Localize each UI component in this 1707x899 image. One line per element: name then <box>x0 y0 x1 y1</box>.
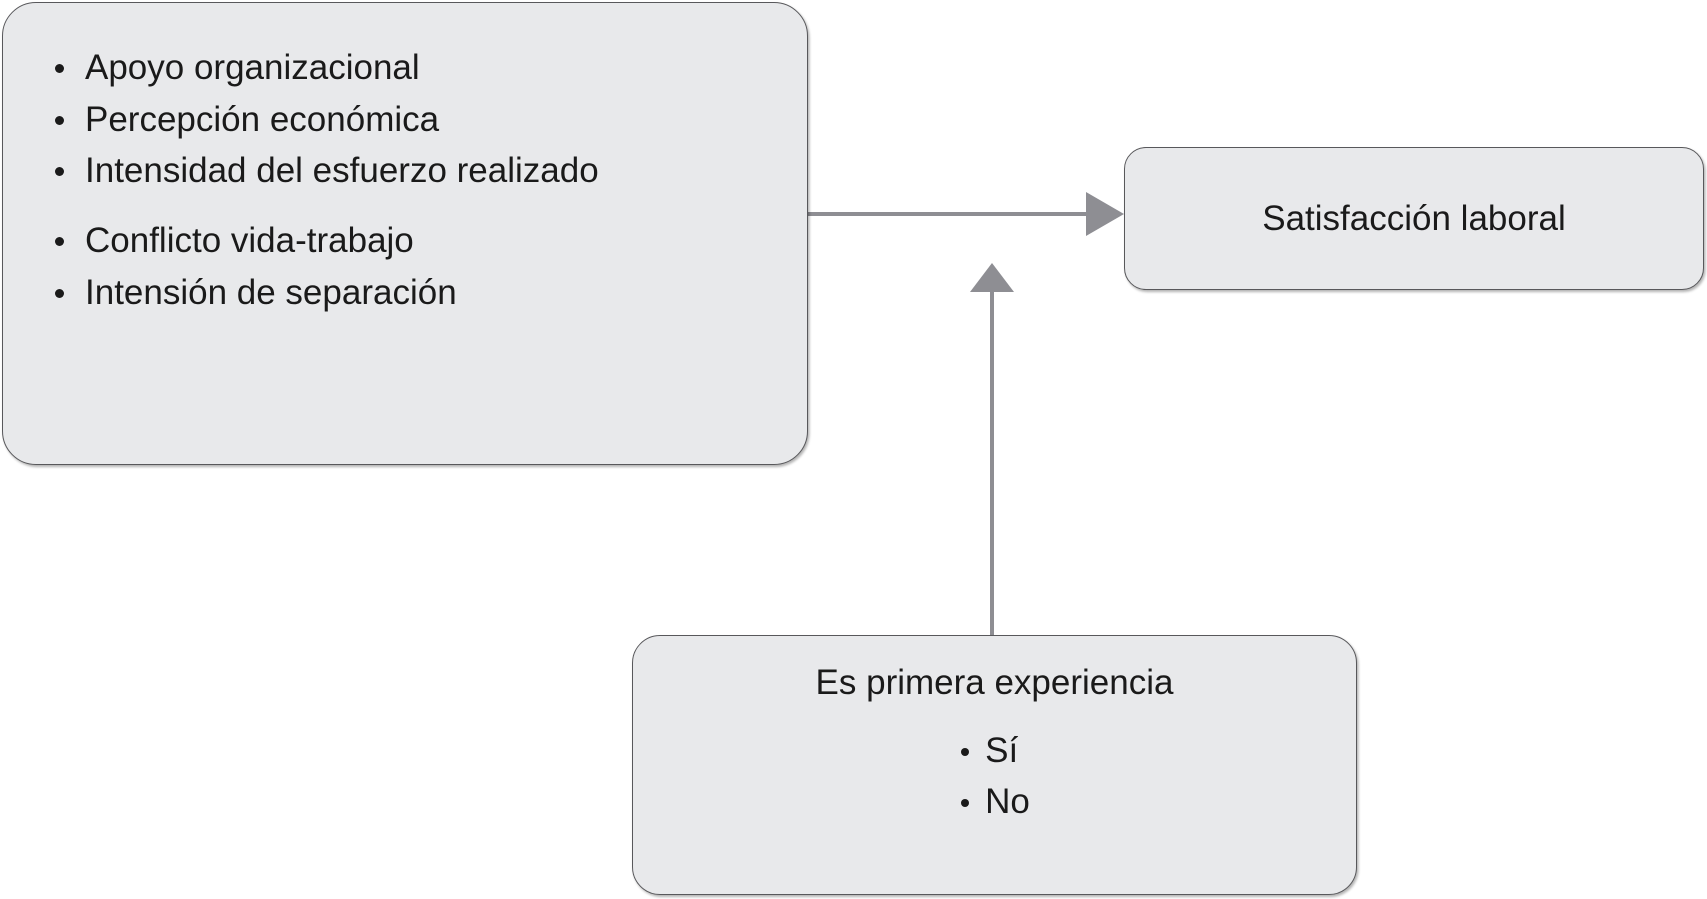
list-item: Apoyo organizacional <box>49 43 705 93</box>
antecedents-list: Apoyo organizacional Percepción económic… <box>3 3 807 317</box>
list-item: Sí <box>959 726 1030 777</box>
list-item: Intensión de separación <box>49 268 705 318</box>
outcome-label: Satisfacción laboral <box>1262 198 1566 238</box>
list-item: Percepción económica <box>49 95 705 145</box>
arrow-antecedents-to-outcome <box>806 192 1124 236</box>
arrow-moderator-to-relationship <box>970 263 1014 636</box>
antecedents-box[interactable]: Apoyo organizacional Percepción económic… <box>2 2 808 465</box>
arrow-head-up <box>970 263 1014 292</box>
moderator-options-list: Sí No <box>959 726 1030 828</box>
list-item: No <box>959 777 1030 828</box>
list-item: Intensidad del esfuerzo realizado <box>49 146 705 196</box>
moderator-box[interactable]: Es primera experiencia Sí No <box>632 635 1357 895</box>
list-item: Conflicto vida-trabajo <box>49 216 705 266</box>
moderator-label: Es primera experiencia <box>815 663 1174 702</box>
outcome-box[interactable]: Satisfacción laboral <box>1124 147 1704 290</box>
arrow-head-right <box>1086 192 1124 236</box>
